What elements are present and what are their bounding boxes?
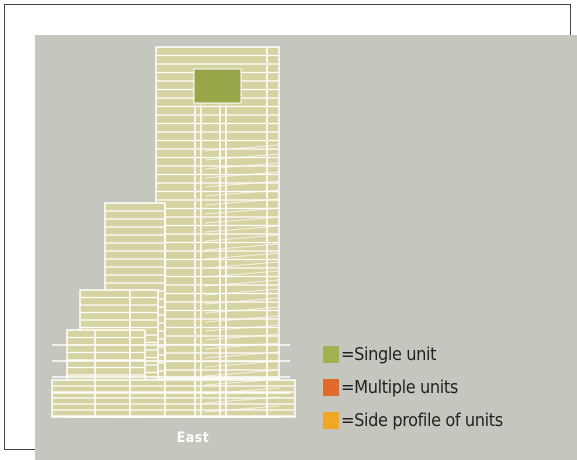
legend-item-multiple-units: =Multiple units bbox=[323, 376, 503, 398]
tower-shaft bbox=[155, 46, 280, 418]
legend-item-single-unit: =Single unit bbox=[323, 343, 503, 365]
legend-label-single-unit: =Single unit bbox=[341, 343, 437, 365]
diagram-panel: East =Single unit =Multiple units =Side … bbox=[35, 35, 577, 460]
legend-item-side-profile: =Side profile of units bbox=[323, 409, 503, 431]
legend-label-multiple-units: =Multiple units bbox=[341, 376, 458, 398]
legend-swatch-multiple-units bbox=[323, 378, 339, 396]
structural-grid-lines bbox=[52, 47, 290, 417]
view-label-east: East bbox=[176, 430, 210, 446]
legend-label-side-profile: =Side profile of units bbox=[341, 409, 503, 431]
building-wireframe bbox=[51, 46, 296, 418]
single-unit-highlight bbox=[193, 68, 242, 104]
figure-frame: East =Single unit =Multiple units =Side … bbox=[4, 4, 577, 460]
legend: =Single unit =Multiple units =Side profi… bbox=[323, 343, 503, 442]
legend-swatch-side-profile bbox=[323, 411, 339, 429]
tower-massing bbox=[51, 46, 296, 418]
legend-swatch-single-unit bbox=[323, 345, 339, 363]
